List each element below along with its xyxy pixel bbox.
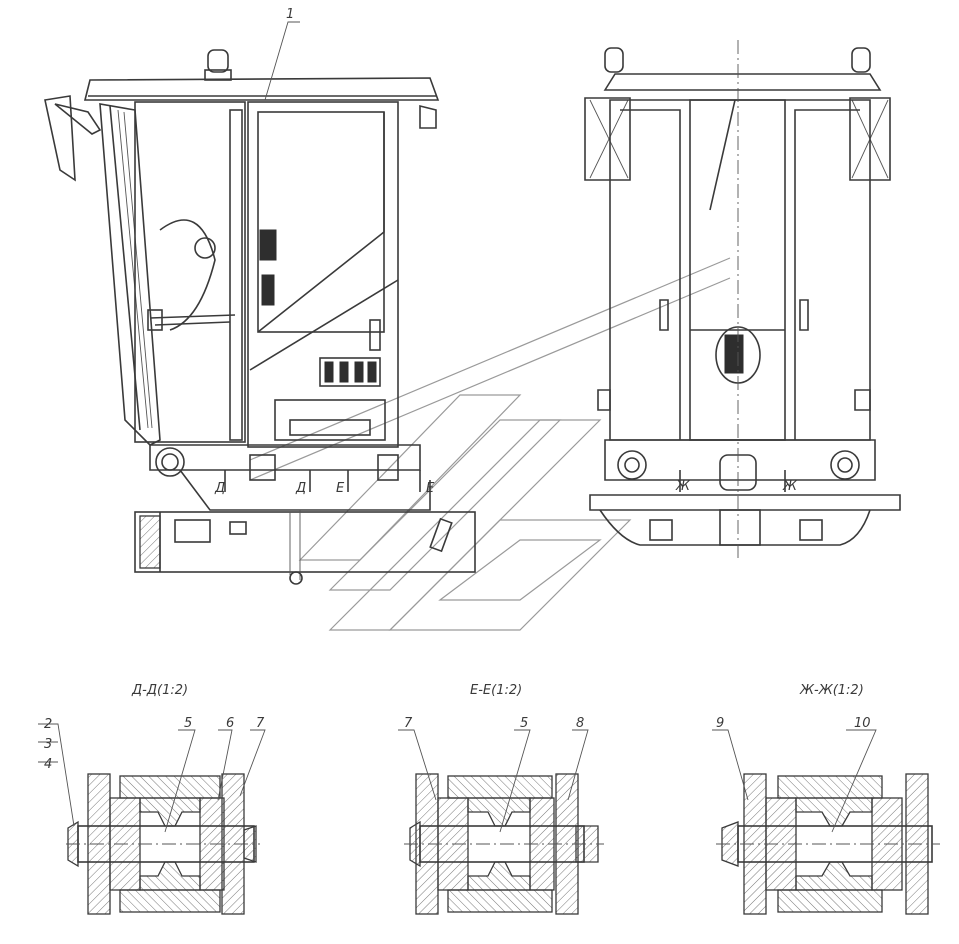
cut-marker: Д <box>295 481 306 496</box>
cut-marker: Ж <box>782 479 798 494</box>
cut-marker: Е <box>426 481 435 496</box>
part-label: 5 <box>520 716 528 731</box>
section-zh-zh: Ж-Ж(1:2) 9 10 <box>712 683 940 915</box>
part-label: 7 <box>256 716 265 731</box>
part-label: 10 <box>854 716 871 731</box>
part-label: 9 <box>716 716 724 731</box>
section-title: Ж-Ж(1:2) <box>799 683 864 698</box>
part-label: 7 <box>404 716 413 731</box>
part-label: 3 <box>44 737 52 752</box>
cut-marker: Д <box>214 481 225 496</box>
callout-label: 1 <box>286 7 294 22</box>
section-title: Е-Е(1:2) <box>470 683 522 698</box>
section-title: Д-Д(1:2) <box>131 683 188 698</box>
part-label: 5 <box>184 716 192 731</box>
cut-marker: Е <box>336 481 345 496</box>
part-label: 6 <box>226 716 234 731</box>
cab-side-view: Д Д Е Е 1 <box>44 7 476 585</box>
cut-marker: Ж <box>675 479 691 494</box>
section-e-e: Е-Е(1:2) 7 5 8 <box>398 683 604 915</box>
cab-front-view: Ж Ж <box>584 40 901 560</box>
part-label: 8 <box>576 716 584 731</box>
part-label: 2 <box>44 717 52 732</box>
part-label: 4 <box>44 757 52 772</box>
watermark-logo <box>249 257 731 631</box>
section-d-d: Д-Д(1:2) 2 3 4 5 6 7 <box>38 683 266 915</box>
